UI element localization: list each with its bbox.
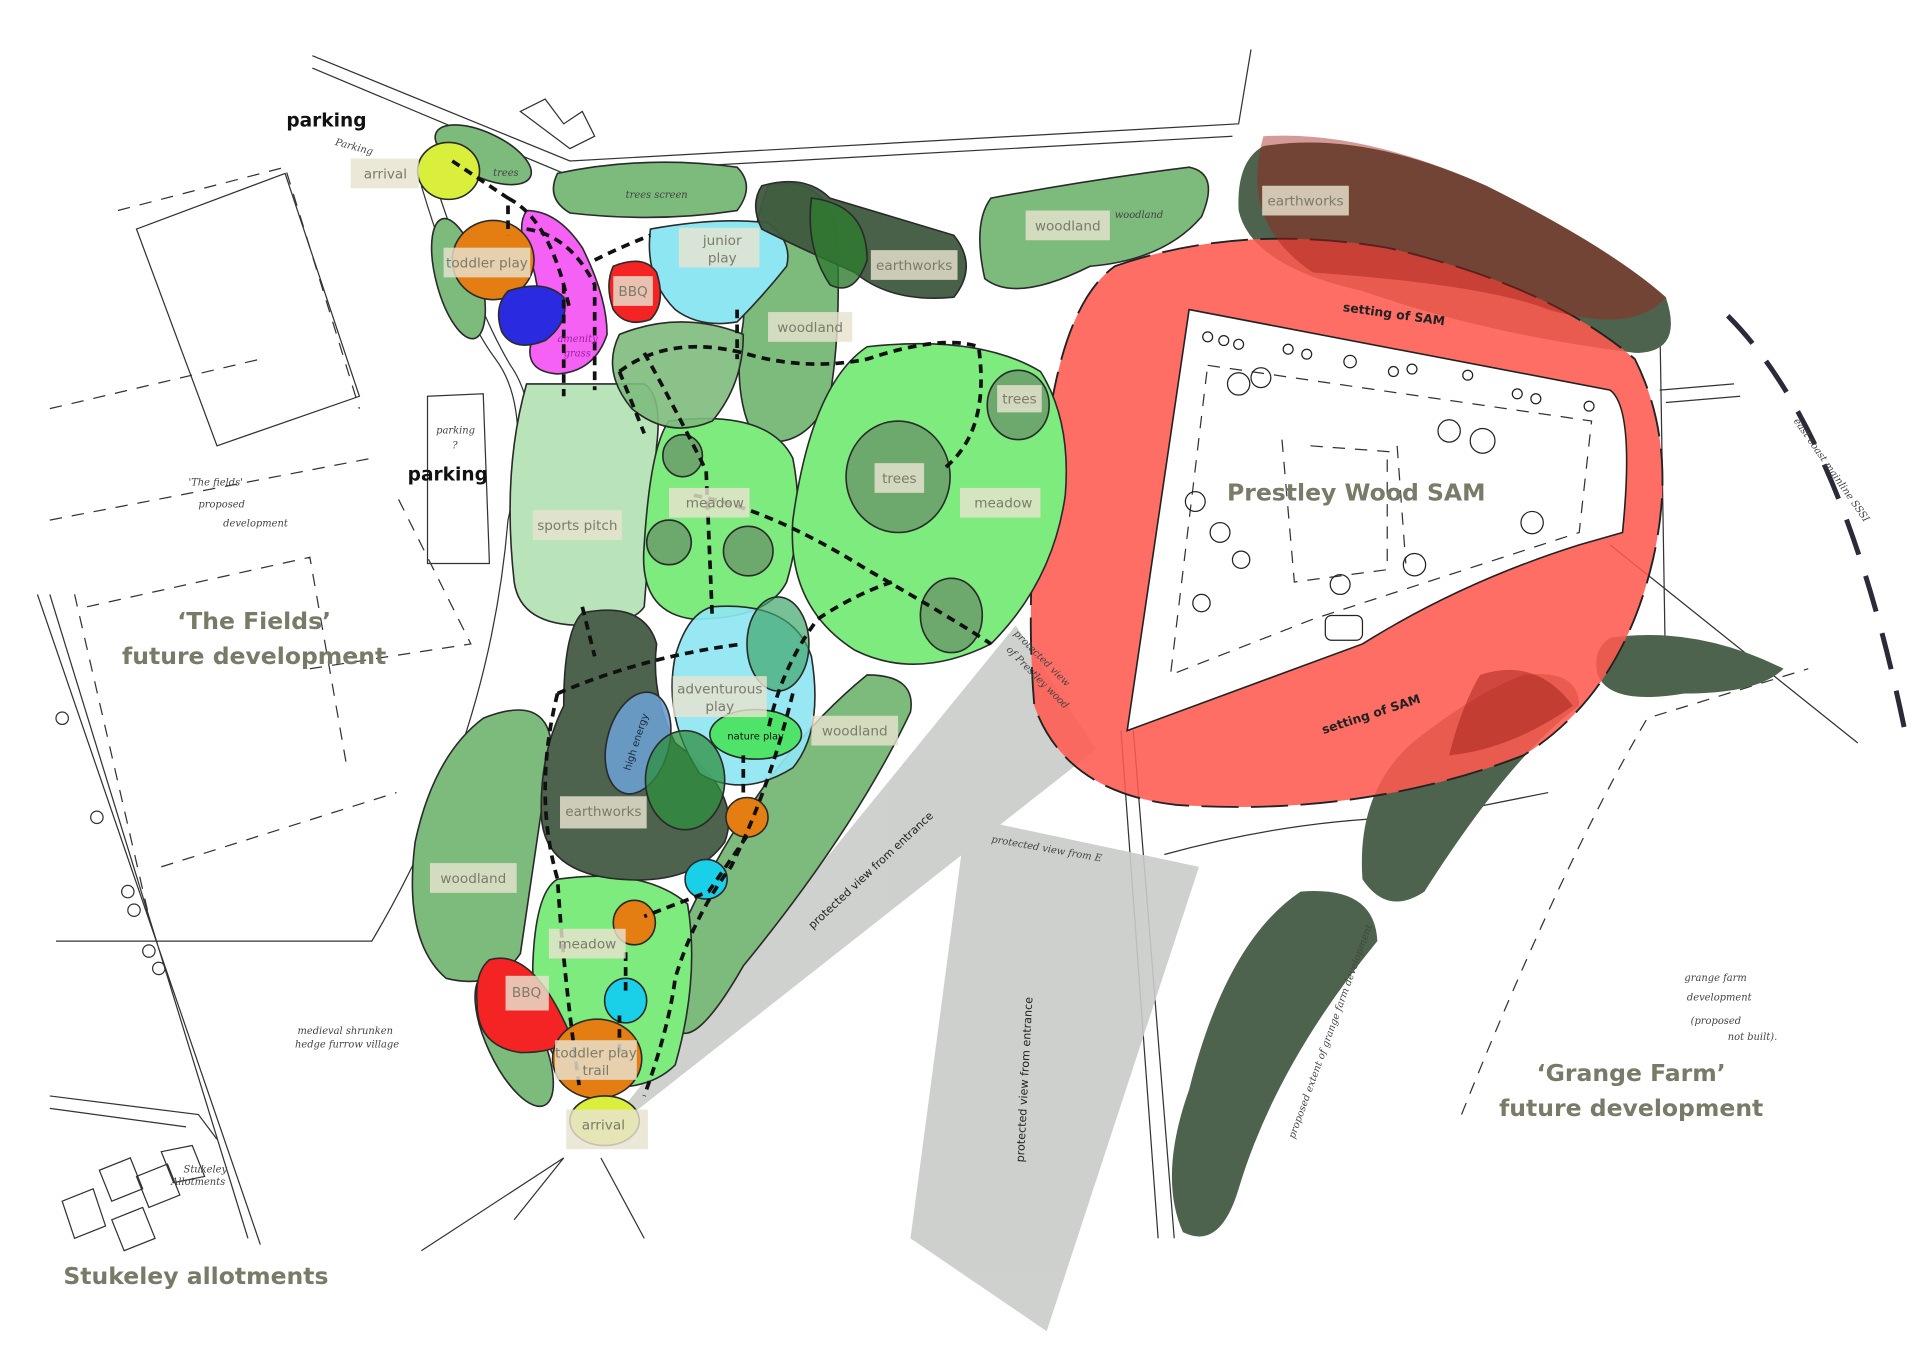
label-prestley-wood-sam: Prestley Wood SAM xyxy=(1227,478,1486,506)
svg-text:meadow: meadow xyxy=(974,496,1032,512)
svg-text:BBQ: BBQ xyxy=(512,985,541,1001)
label-woodland-lower-right: woodland xyxy=(811,715,899,746)
svg-text:trees screen: trees screen xyxy=(626,190,688,201)
label-arrival-top: arrival xyxy=(350,158,419,189)
svg-text:play: play xyxy=(705,699,734,715)
sports-pitch-zone xyxy=(509,383,659,627)
label-junior-play: junior play xyxy=(678,227,760,268)
trees-overlap-mid xyxy=(644,729,726,831)
svg-text:meadow: meadow xyxy=(686,496,744,512)
trees-screen xyxy=(552,161,748,219)
label-meadow-right: meadow xyxy=(960,487,1041,518)
svg-text:junior: junior xyxy=(702,233,742,249)
svg-text:woodland: woodland xyxy=(1035,218,1101,234)
label-bbq-bottom: BBQ xyxy=(505,975,549,1011)
label-stukeley-allotments: Stukeley allotments xyxy=(63,1262,328,1290)
svg-text:play: play xyxy=(708,251,737,267)
label-trees-right: trees xyxy=(997,385,1042,413)
label-arrival-bottom: arrival xyxy=(566,1109,648,1150)
svg-text:meadow: meadow xyxy=(558,937,616,953)
svg-text:future development: future development xyxy=(1499,1094,1763,1122)
svg-text:‘The Fields’: ‘The Fields’ xyxy=(177,607,331,635)
svg-text:future development: future development xyxy=(122,642,386,670)
label-earthworks-far: earthworks xyxy=(1262,185,1349,216)
label-toddler-play: toddler play xyxy=(443,247,531,278)
svg-text:(proposed: (proposed xyxy=(1691,1016,1741,1027)
svg-text:trees: trees xyxy=(882,471,916,487)
svg-text:woodland: woodland xyxy=(440,871,506,887)
label-earthworks-mid: earthworks xyxy=(560,796,647,829)
zone-labels: arrival toddler play junior play BBQ eart… xyxy=(350,158,1349,1150)
svg-text:?: ? xyxy=(452,440,458,451)
label-meadow-mid: meadow xyxy=(668,487,750,518)
svg-text:woodland: woodland xyxy=(777,320,843,336)
label-parking-top: parking xyxy=(286,110,366,131)
svg-text:trees: trees xyxy=(1002,392,1036,408)
svg-text:Parking: Parking xyxy=(333,137,374,158)
label-meadow-bottom: meadow xyxy=(548,928,626,959)
svg-text:BBQ: BBQ xyxy=(618,284,647,300)
label-woodland-top-right: woodland xyxy=(1025,210,1110,241)
svg-text:woodland: woodland xyxy=(822,724,888,740)
svg-text:sports pitch: sports pitch xyxy=(537,518,617,534)
svg-text:hedge furrow village: hedge furrow village xyxy=(295,1040,399,1051)
svg-text:arrival: arrival xyxy=(364,166,407,182)
protected-view-cone-2 xyxy=(910,817,1200,1332)
trees-a xyxy=(661,433,704,478)
earthworks-overlap xyxy=(809,197,868,289)
label-earthworks-top: earthworks xyxy=(870,250,958,280)
railway-boundary xyxy=(1726,314,1910,744)
label-adventurous-play: adventurous play xyxy=(672,676,767,718)
label-sports-pitch: sports pitch xyxy=(532,510,622,540)
label-parking-mid: parking xyxy=(408,464,488,485)
svg-text:‘Grange Farm’: ‘Grange Farm’ xyxy=(1537,1059,1726,1087)
svg-text:Stukeley: Stukeley xyxy=(184,1165,228,1176)
trees-c xyxy=(722,525,774,577)
protected-views xyxy=(592,625,1200,1332)
svg-text:adventurous: adventurous xyxy=(677,681,762,697)
svg-text:not built).: not built). xyxy=(1728,1032,1777,1043)
blue-play-zone xyxy=(497,285,566,346)
svg-text:toddler play: toddler play xyxy=(446,255,528,271)
svg-text:medieval shrunken: medieval shrunken xyxy=(297,1026,393,1037)
svg-text:grange farm: grange farm xyxy=(1684,973,1746,984)
play-node-orange-1 xyxy=(725,796,769,838)
trees-b xyxy=(645,519,693,566)
label-the-fields: ‘The Fields’ future development xyxy=(122,607,386,670)
trees-small xyxy=(919,577,984,654)
svg-text:parking: parking xyxy=(436,425,475,436)
svg-text:trail: trail xyxy=(583,1063,610,1079)
svg-text:'The fields': 'The fields' xyxy=(189,477,243,488)
svg-text:Allotments: Allotments xyxy=(170,1177,225,1188)
protected-view-cone-1 xyxy=(592,625,1097,1146)
play-node-cyan-2 xyxy=(603,977,648,1024)
svg-text:east coast mainline SSSI: east coast mainline SSSI xyxy=(1791,416,1872,525)
label-bbq-top: BBQ xyxy=(613,276,653,306)
svg-text:development: development xyxy=(223,518,288,529)
svg-text:earthworks: earthworks xyxy=(876,258,952,274)
svg-text:grass: grass xyxy=(564,349,591,360)
label-woodland-lower-left: woodland xyxy=(429,863,517,893)
svg-text:earthworks: earthworks xyxy=(565,804,641,820)
svg-text:amenity: amenity xyxy=(558,334,599,345)
woodland-lower-left xyxy=(411,709,553,983)
svg-text:proposed: proposed xyxy=(198,500,245,511)
label-trees-center: trees xyxy=(874,463,925,493)
svg-text:woodland: woodland xyxy=(1115,210,1163,221)
label-woodland-top-mid: woodland xyxy=(768,312,853,342)
setting-of-sam-ring xyxy=(1029,135,1666,808)
svg-text:trees: trees xyxy=(493,168,519,179)
label-nature-play: nature play xyxy=(727,731,784,742)
label-grange-farm: ‘Grange Farm’ future development xyxy=(1499,1059,1763,1122)
svg-text:arrival: arrival xyxy=(582,1117,625,1133)
svg-text:earthworks: earthworks xyxy=(1267,194,1343,210)
svg-text:toddler play: toddler play xyxy=(555,1046,637,1062)
svg-text:development: development xyxy=(1687,993,1752,1004)
